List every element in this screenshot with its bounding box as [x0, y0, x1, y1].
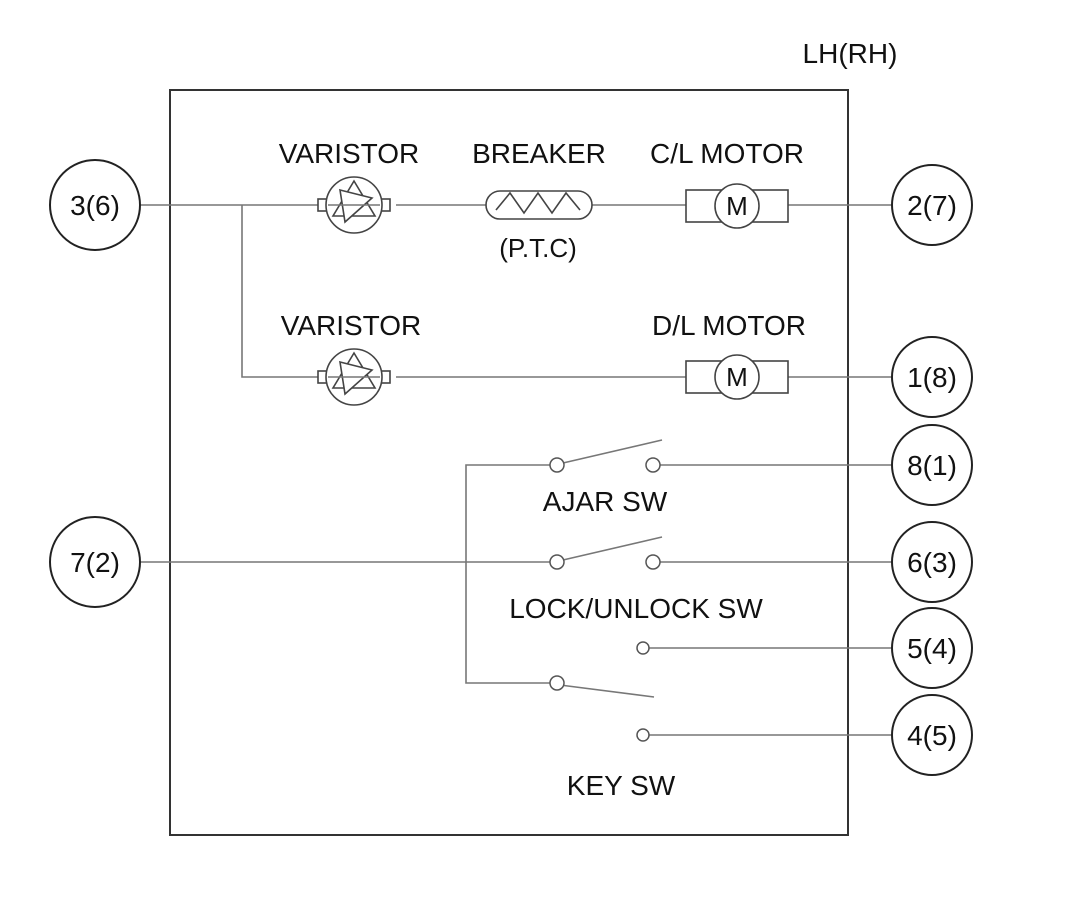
pin-right-ajar-label: 8(1) [907, 450, 957, 481]
pin-right-dl-motor [891, 336, 973, 418]
pin-left-top-label: 3(6) [70, 190, 120, 221]
pin-right-ajar [891, 424, 973, 506]
key-switch-blade [559, 684, 655, 698]
breaker-symbol [485, 190, 593, 220]
varistor-2-symbol [317, 348, 391, 406]
wire-switch-common [465, 464, 553, 684]
breaker-type-label: (P.T.C) [499, 233, 577, 263]
pin-right-lock [891, 521, 973, 603]
key-contact-5 [636, 641, 650, 655]
pin-right-cl-motor-label: 2(7) [907, 190, 957, 221]
lock-contact-common [549, 554, 565, 570]
ajar-switch-blade [562, 439, 663, 464]
key-switch-label: KEY SW [567, 770, 676, 801]
breaker-label: BREAKER [472, 138, 606, 169]
pin-left-bottom-label: 7(2) [70, 547, 120, 578]
lock-switch-label: LOCK/UNLOCK SW [509, 593, 763, 624]
ajar-contact-common [549, 457, 565, 473]
pin-right-dl-motor-label: 1(8) [907, 362, 957, 393]
cl-motor-label: C/L MOTOR [650, 138, 804, 169]
pin-right-4 [891, 694, 973, 776]
pin-right-cl-motor [891, 164, 973, 246]
pin-right-4-label: 4(5) [907, 720, 957, 751]
pin-left-bottom [49, 516, 141, 608]
key-contact-4 [636, 728, 650, 742]
ajar-contact-output [645, 457, 661, 473]
actuator-housing [169, 89, 849, 836]
pin-left-top [49, 159, 141, 251]
varistor-1-label: VARISTOR [279, 138, 420, 169]
switch-contacts [549, 457, 661, 742]
lock-switch-blade [562, 536, 663, 561]
pin-right-5-label: 5(4) [907, 633, 957, 664]
varistor-1-symbol [317, 176, 391, 234]
lock-contact-output [645, 554, 661, 570]
ajar-switch-label: AJAR SW [543, 486, 668, 517]
cl-motor-symbol [685, 183, 789, 229]
connector-pins: 3(6) 7(2) 2(7) 1(8) 8(1) 6(3) 5(4) 4(5) [49, 159, 973, 776]
dl-motor-m: M [726, 362, 748, 392]
pin-right-5 [891, 607, 973, 689]
wire-branch-varistor2 [241, 205, 318, 378]
cl-motor-m: M [726, 191, 748, 221]
pin-right-lock-label: 6(3) [907, 547, 957, 578]
varistor-2-label: VARISTOR [281, 310, 422, 341]
wires [140, 204, 892, 736]
key-contact-common [549, 675, 565, 691]
dl-motor-label: D/L MOTOR [652, 310, 806, 341]
dl-motor-symbol [685, 354, 789, 400]
side-label: LH(RH) [803, 38, 898, 69]
